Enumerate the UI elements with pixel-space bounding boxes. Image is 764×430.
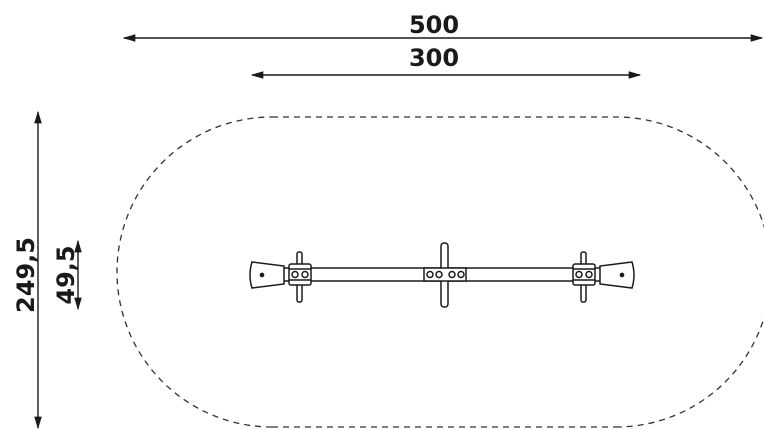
- overall-length-dimension: 500: [122, 11, 764, 42]
- pivot-bolt: [435, 270, 443, 279]
- right-handle: [572, 251, 596, 303]
- pivot-plate: [423, 267, 467, 282]
- pivot-bolt: [448, 270, 456, 279]
- equipment-length-dimension: 300: [250, 44, 642, 79]
- safety-zone-outline: [116, 116, 764, 428]
- equipment-length-label: 300: [409, 44, 459, 72]
- right-seat-hole: [619, 272, 625, 278]
- overall-length-label: 500: [409, 11, 459, 39]
- overall-width-label: 249,5: [12, 237, 40, 313]
- pivot-bolt: [426, 270, 434, 279]
- left-seat-hole: [259, 272, 265, 278]
- right-seat: [599, 261, 635, 289]
- equipment-width-dimension: 49,5: [52, 239, 82, 311]
- overall-width-dimension: 249,5: [12, 110, 42, 430]
- pivot-bolt: [457, 270, 465, 279]
- left-handle: [288, 251, 312, 303]
- left-seat: [249, 261, 285, 289]
- equipment-width-label: 49,5: [52, 245, 80, 304]
- seesaw: [249, 242, 635, 308]
